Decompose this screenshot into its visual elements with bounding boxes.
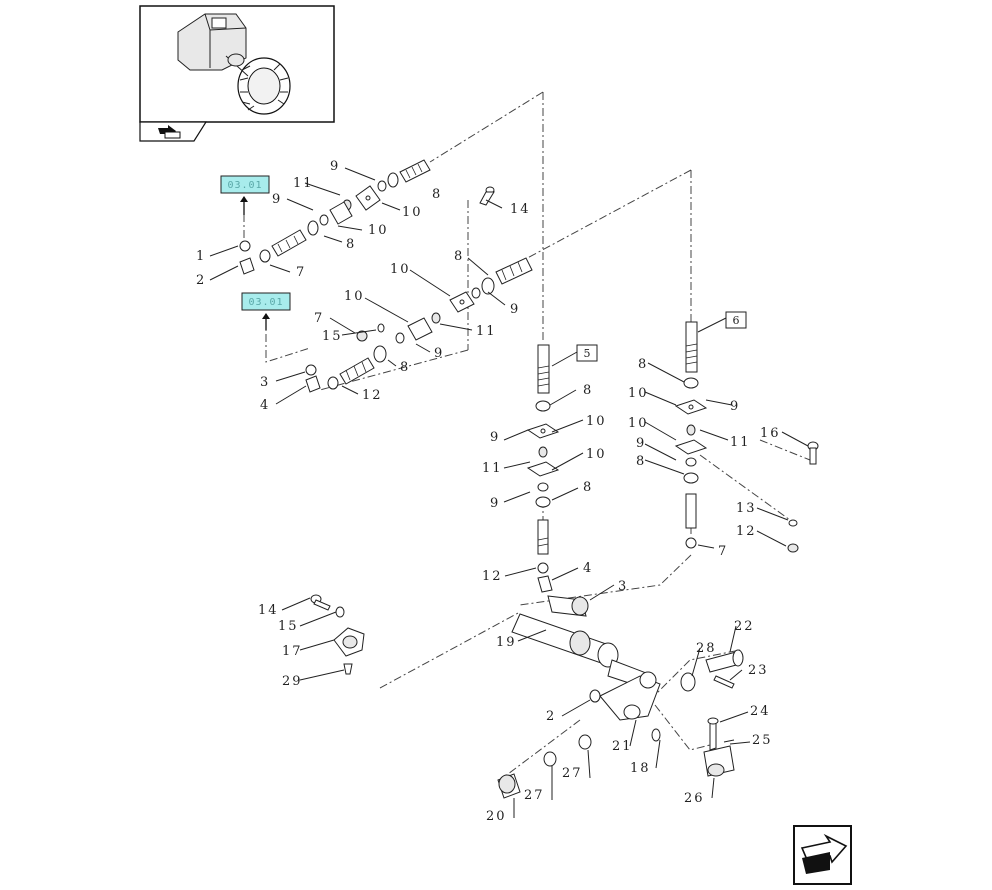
callout-4: 4 [583,561,593,576]
callout-2: 2 [196,273,206,288]
callout-10: 10 [402,205,423,220]
callout-10: 10 [390,262,411,277]
callout-12: 12 [736,524,757,539]
callout-3: 3 [618,579,628,594]
right-vertical-stack[interactable] [674,321,708,549]
callout-7: 7 [314,311,324,326]
svg-text:03.01: 03.01 [227,180,262,191]
callout-11: 11 [476,324,497,339]
callout-28: 28 [696,641,717,656]
callout-27: 27 [562,766,583,781]
callout-26: 26 [684,791,705,806]
callout-4: 4 [260,398,270,413]
callout-8: 8 [454,249,464,264]
svg-text:03.01: 03.01 [248,297,283,308]
callout-27: 27 [524,788,545,803]
center-rod-assembly[interactable] [305,257,533,393]
bolt-16[interactable] [807,441,819,465]
callout-9: 9 [636,436,646,451]
boxed-ref-5[interactable]: 5 [551,344,598,367]
callout-10: 10 [344,289,365,304]
callout-7: 7 [296,265,306,280]
callout-15: 15 [322,329,343,344]
callout-leaders [209,167,809,818]
callout-12: 12 [482,569,503,584]
callout-18: 18 [630,761,651,776]
callout-9: 9 [434,346,444,361]
flange-17[interactable] [310,594,365,675]
callout-14: 14 [258,603,279,618]
callout-11: 11 [730,435,751,450]
assembly-centerlines [243,91,811,781]
callout-10: 10 [368,223,389,238]
callout-25: 25 [752,733,773,748]
upper-left-rod-assembly[interactable] [239,159,431,275]
bushings-20-27[interactable] [497,728,661,799]
boxed-ref-6[interactable]: 6 [697,311,747,333]
washer-13[interactable] [788,519,798,527]
callout-19: 19 [496,635,517,650]
lever-bracket-21[interactable] [589,671,661,721]
tractor-axle-thumbnail-icon[interactable] [139,5,335,123]
next-page-arrow-icon[interactable] [793,825,852,885]
callout-9: 9 [510,302,520,317]
callout-17: 17 [282,644,303,659]
callout-15: 15 [278,619,299,634]
section-ref-03-01-top[interactable]: 03.01 [220,175,270,215]
callout-labels: 1 2 3 4 7 8 9 10 11 9 10 8 14 8 10 9 10 … [196,159,781,824]
clevis-26[interactable] [703,717,735,777]
callout-9: 9 [490,496,500,511]
callout-8: 8 [400,360,410,375]
previous-page-arrow-icon[interactable] [139,121,208,142]
callout-10: 10 [628,416,649,431]
callout-8: 8 [583,480,593,495]
callout-7: 7 [718,544,728,559]
callout-23: 23 [748,663,769,678]
callout-8: 8 [636,454,646,469]
center-vertical-stack[interactable] [526,344,560,593]
callout-9: 9 [730,399,740,414]
callout-9: 9 [272,192,282,207]
callout-8: 8 [346,237,356,252]
callout-16: 16 [760,426,781,441]
nut-12-right[interactable] [787,543,799,553]
bolt-14-top[interactable] [479,186,495,206]
callout-13: 13 [736,501,757,516]
section-ref-03-01-bottom[interactable]: 03.01 [241,292,291,330]
callout-8: 8 [432,187,442,202]
shaft-assembly-19[interactable] [511,595,655,691]
callout-10: 10 [586,414,607,429]
callout-24: 24 [750,704,771,719]
callout-8: 8 [638,357,648,372]
callout-20: 20 [486,809,507,824]
callout-10: 10 [628,386,649,401]
callout-9: 9 [330,159,340,174]
callout-11: 11 [293,176,314,191]
svg-text:6: 6 [733,314,740,327]
callout-29: 29 [282,674,303,689]
callout-2: 2 [546,709,556,724]
callout-22: 22 [734,619,755,634]
callout-12: 12 [362,388,383,403]
callout-8: 8 [583,383,593,398]
callout-11: 11 [482,461,503,476]
callout-3: 3 [260,375,270,390]
callout-1: 1 [196,249,206,264]
callout-9: 9 [490,430,500,445]
callout-14: 14 [510,202,531,217]
pin-22-parts[interactable] [680,649,744,692]
callout-10: 10 [586,447,607,462]
callout-21: 21 [612,739,633,754]
svg-text:5: 5 [584,347,591,360]
